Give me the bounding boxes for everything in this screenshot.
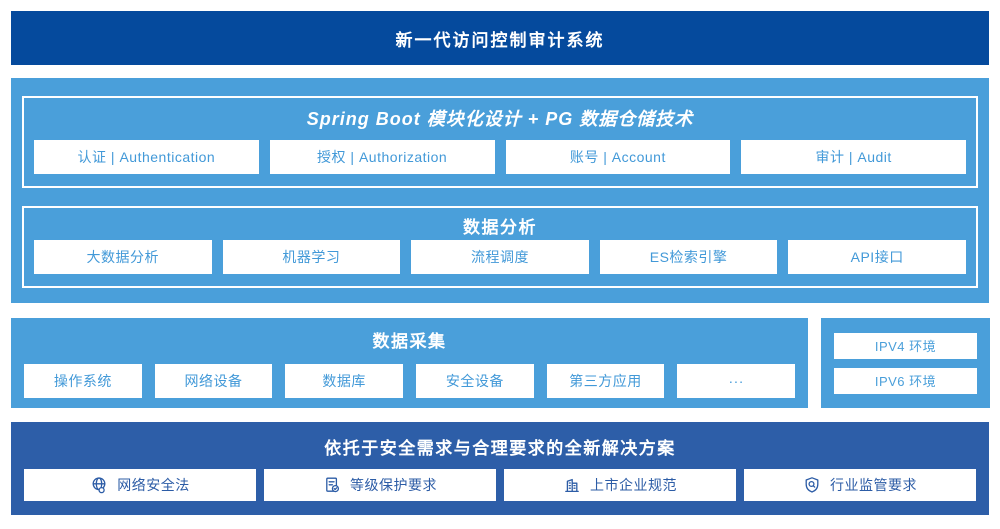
module-box-account: 账号 | Account [505, 140, 731, 174]
environment-section: IPV4 环境 IPV6 环境 [821, 318, 990, 408]
header-banner: 新一代访问控制审计系统 [11, 11, 989, 65]
building-icon [563, 476, 581, 494]
shield-search-icon [803, 476, 821, 494]
module-box-os: 操作系统 [24, 364, 142, 398]
module-box-authentication: 认证 | Authentication [34, 140, 259, 174]
module-box-es: ES检索引擎 [599, 240, 778, 274]
module-box-scheduling: 流程调度 [411, 240, 589, 274]
page-title: 新一代访问控制审计系统 [395, 30, 605, 50]
module-box-authorization: 授权 | Authorization [269, 140, 495, 174]
module-box-audit: 审计 | Audit [741, 140, 966, 174]
collection-section: 数据采集 操作系统 网络设备 数据库 安全设备 第三方应用 ··· [11, 318, 808, 408]
solution-section: 依托于安全需求与合理要求的全新解决方案 网络安全法 [11, 422, 989, 515]
module-box-ml: 机器学习 [222, 240, 401, 274]
solution-label: 行业监管要求 [830, 477, 917, 493]
platform-section: Spring Boot 模块化设计 + PG 数据仓储技术 认证 | Authe… [11, 78, 989, 303]
collection-module-row: 操作系统 网络设备 数据库 安全设备 第三方应用 ··· [24, 364, 796, 398]
solution-box-listed-company: 上市企业规范 [504, 469, 736, 501]
collection-title: 数据采集 [372, 332, 447, 351]
document-check-icon [323, 476, 341, 494]
module-box-thirdparty: 第三方应用 [546, 364, 665, 398]
module-box-api: API接口 [788, 240, 966, 274]
solution-title: 依托于安全需求与合理要求的全新解决方案 [324, 439, 676, 458]
solution-box-industry-regulation: 行业监管要求 [744, 469, 976, 501]
solution-label: 等级保护要求 [350, 477, 437, 493]
module-box-database: 数据库 [285, 364, 404, 398]
env-box-ipv4: IPV4 环境 [834, 332, 977, 359]
globe-icon [90, 476, 108, 494]
module-box-security-device: 安全设备 [416, 364, 534, 398]
solution-label: 网络安全法 [117, 477, 190, 493]
analysis-subsection: 数据分析 大数据分析 机器学习 流程调度 ES检索引擎 API接口 [22, 206, 978, 288]
solution-label: 上市企业规范 [590, 477, 677, 493]
module-box-network-device: 网络设备 [154, 364, 273, 398]
module-box-bigdata: 大数据分析 [34, 240, 212, 274]
springboot-subsection: Spring Boot 模块化设计 + PG 数据仓储技术 认证 | Authe… [22, 96, 978, 188]
module-box-more: ··· [677, 364, 796, 398]
env-box-ipv6: IPV6 环境 [834, 367, 977, 394]
springboot-title: Spring Boot 模块化设计 + PG 数据仓储技术 [306, 109, 694, 129]
analysis-title: 数据分析 [463, 218, 537, 237]
analysis-module-row: 大数据分析 机器学习 流程调度 ES检索引擎 API接口 [34, 240, 966, 274]
solution-item-row: 网络安全法 等级保护要求 [24, 469, 976, 501]
springboot-module-row: 认证 | Authentication 授权 | Authorization 账… [34, 140, 966, 174]
solution-box-protection-level: 等级保护要求 [264, 469, 496, 501]
solution-box-network-law: 网络安全法 [24, 469, 256, 501]
